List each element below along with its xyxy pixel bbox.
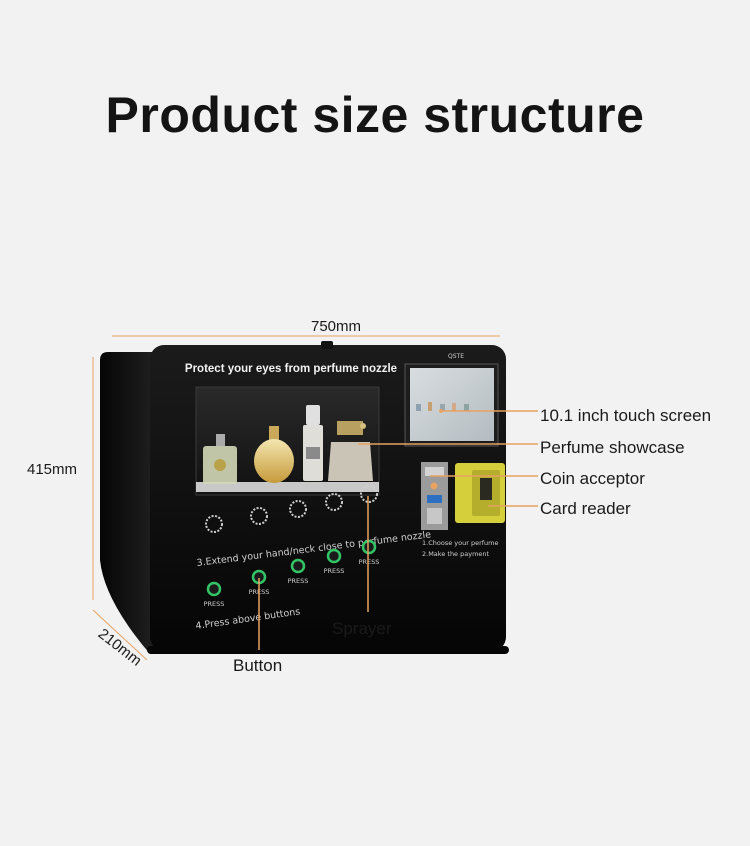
card-reader[interactable] [455,463,505,523]
nozzle-icon [289,500,307,518]
touch-screen[interactable] [404,363,499,447]
callout-showcase: Perfume showcase [540,438,685,457]
callout-sprayer: Sprayer [332,619,392,638]
press-label: PRESS [288,577,309,585]
vending-machine: Protect your eyes from perfume nozzle [100,341,509,654]
sprayer-nozzles [205,485,378,533]
press-label: PRESS [324,567,345,575]
callout-card-reader: Card reader [540,499,631,518]
press-button[interactable]: PRESS [288,558,309,585]
dimension-height: 415mm [27,357,94,600]
press-label: PRESS [204,600,225,608]
perfume-bottle [303,405,323,481]
top-banner: Protect your eyes from perfume nozzle [185,363,397,375]
nozzle-icon [325,493,343,511]
brand-logo: QSTE [448,353,464,360]
press-label: PRESS [359,558,380,566]
press-button[interactable]: PRESS [359,539,380,566]
screen-step1: 1.Choose your perfume [422,539,498,547]
page-title: Product size structure [105,87,645,143]
press-button[interactable]: PRESS [204,581,225,608]
cabinet-side [100,352,160,654]
nozzle-icon [360,485,378,503]
coin-acceptor[interactable] [421,462,448,530]
callout-coin-acceptor: Coin acceptor [540,469,645,488]
press-button[interactable]: PRESS [324,548,345,575]
perfume-bottle [254,426,294,483]
callout-touch-screen: 10.1 inch touch screen [540,406,711,425]
screen-step2: 2.Make the payment [422,550,490,558]
top-knob [321,341,333,349]
dimension-width: 750mm [112,318,500,337]
width-label: 750mm [311,318,361,335]
perfume-bottle [203,434,237,484]
callout-button: Button [233,656,282,675]
height-label: 415mm [27,461,77,478]
perfume-showcase [195,386,380,496]
callout-lines [258,409,538,650]
perfume-bottle [328,421,373,481]
nozzle-icon [250,507,268,525]
nozzle-icon [205,515,223,533]
